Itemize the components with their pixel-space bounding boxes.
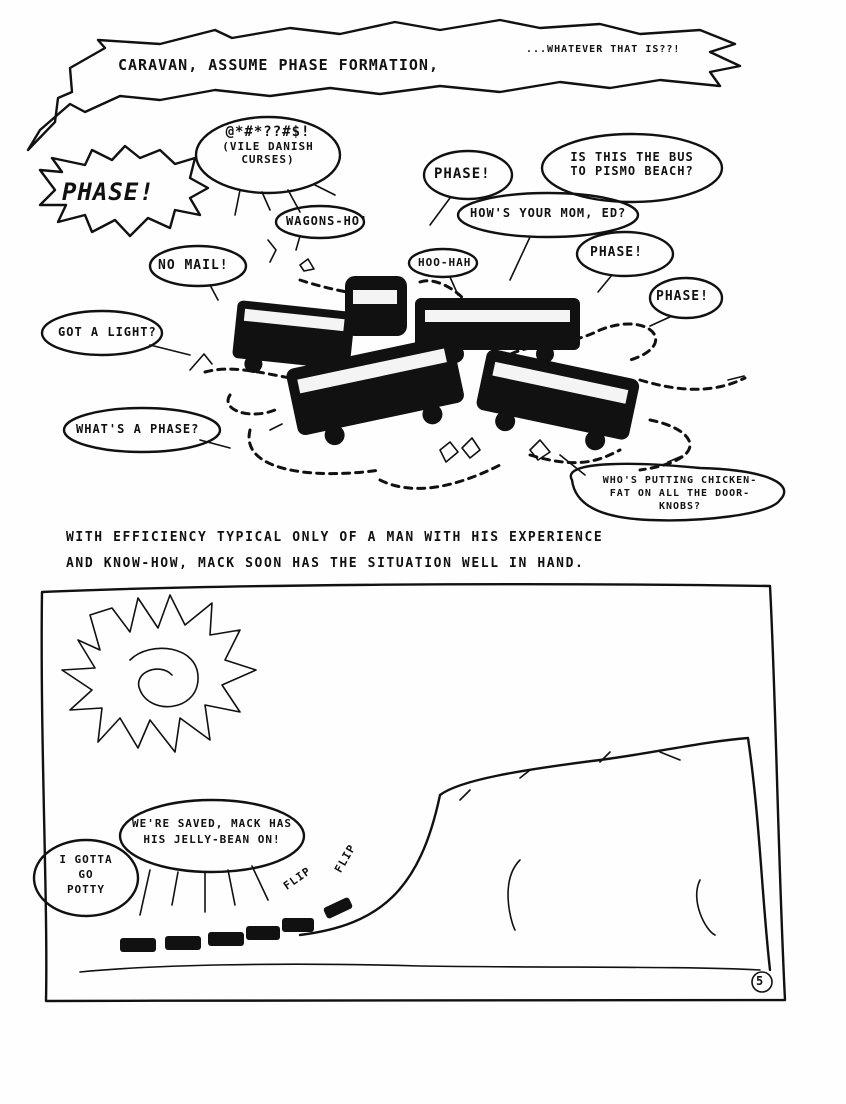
pismo-line-2: TO PISMO BEACH? <box>570 164 694 178</box>
potty-text: I GOTTA GO POTTY <box>44 852 128 897</box>
saved-bubble <box>118 798 306 874</box>
cliff <box>298 736 772 972</box>
chicken-line-2: FAT ON ALL THE DOOR- <box>609 488 751 499</box>
banner-burst <box>26 18 742 152</box>
wagons-bubble <box>274 204 366 240</box>
hoo-hah-bubble <box>407 247 479 279</box>
chicken-bubble <box>569 462 786 522</box>
wagons-ho-text: WAGONS-HO! <box>286 214 369 228</box>
bus-2 <box>345 276 407 336</box>
page-number: 5 <box>756 974 765 988</box>
bus-train <box>120 897 353 952</box>
chicken-line-3: KNOBS? <box>658 501 702 512</box>
sun-icon <box>61 594 257 753</box>
phase-text-1: PHASE! <box>434 166 491 182</box>
ground <box>79 963 761 973</box>
banner-title: CARAVAN, ASSUME PHASE FORMATION, <box>118 56 439 74</box>
hoo-hah-text: HOO-HAH <box>418 256 472 269</box>
got-light-bubble <box>40 309 164 357</box>
phase-text-2: PHASE! <box>590 245 643 260</box>
chicken-text: WHO'S PUTTING CHICKEN- FAT ON ALL THE DO… <box>578 474 782 513</box>
bus-3 <box>415 298 580 363</box>
saved-line-2: HIS JELLY-BEAN ON! <box>143 833 281 846</box>
moms-text: HOW'S YOUR MOM, ED? <box>470 206 627 220</box>
pismo-bubble <box>540 132 724 204</box>
phase-burst-outline <box>38 144 210 238</box>
chicken-line-1: WHO'S PUTTING CHICKEN- <box>602 475 758 486</box>
pismo-text: IS THIS THE BUS TO PISMO BEACH? <box>552 150 712 178</box>
caption-line-1: WITH EFFICIENCY TYPICAL ONLY OF A MAN WI… <box>66 530 604 545</box>
curses-bubble <box>194 115 342 195</box>
no-mail-bubble <box>148 244 248 288</box>
pismo-line-1: IS THIS THE BUS <box>570 150 694 164</box>
curses-line-1: @*#*??#$! <box>225 124 311 140</box>
bottom-panel-frame <box>40 583 787 1003</box>
phase-bubble-1 <box>422 149 514 201</box>
potty-line-1: I GOTTA <box>59 853 113 866</box>
phase-burst-text: PHASE! <box>62 178 155 206</box>
potty-line-2: GO <box>78 868 94 881</box>
curses-text: @*#*??#$! (VILE DANISH CURSES) <box>200 124 336 166</box>
running-figures <box>189 239 745 463</box>
no-mail-text: NO MAIL! <box>158 258 229 273</box>
page-number-circle <box>751 971 773 993</box>
caption-line-2: AND KNOW-HOW, MACK SOON HAS THE SITUATIO… <box>66 556 585 571</box>
bus-5 <box>476 349 640 451</box>
phase-bubble-2 <box>575 230 675 278</box>
moms-bubble <box>456 191 640 239</box>
banner-aside: ...WHATEVER THAT IS??! <box>526 44 681 55</box>
curses-line-2: (VILE DANISH <box>222 140 314 153</box>
curses-line-3: CURSES) <box>241 153 295 166</box>
potty-line-3: POTTY <box>66 883 106 896</box>
phase-text-3: PHASE! <box>656 289 709 304</box>
saved-text: WE'RE SAVED, MACK HAS HIS JELLY-BEAN ON! <box>124 816 300 848</box>
whats-phase-bubble <box>62 406 222 454</box>
bus-4 <box>286 336 464 446</box>
whats-phase-text: WHAT'S A PHASE? <box>76 422 200 436</box>
dashed-trails <box>203 278 747 490</box>
phase-bubble-3 <box>648 276 724 320</box>
saved-line-1: WE'RE SAVED, MACK HAS <box>131 817 293 830</box>
potty-bubble <box>32 838 140 918</box>
got-light-text: GOT A LIGHT? <box>58 325 157 339</box>
